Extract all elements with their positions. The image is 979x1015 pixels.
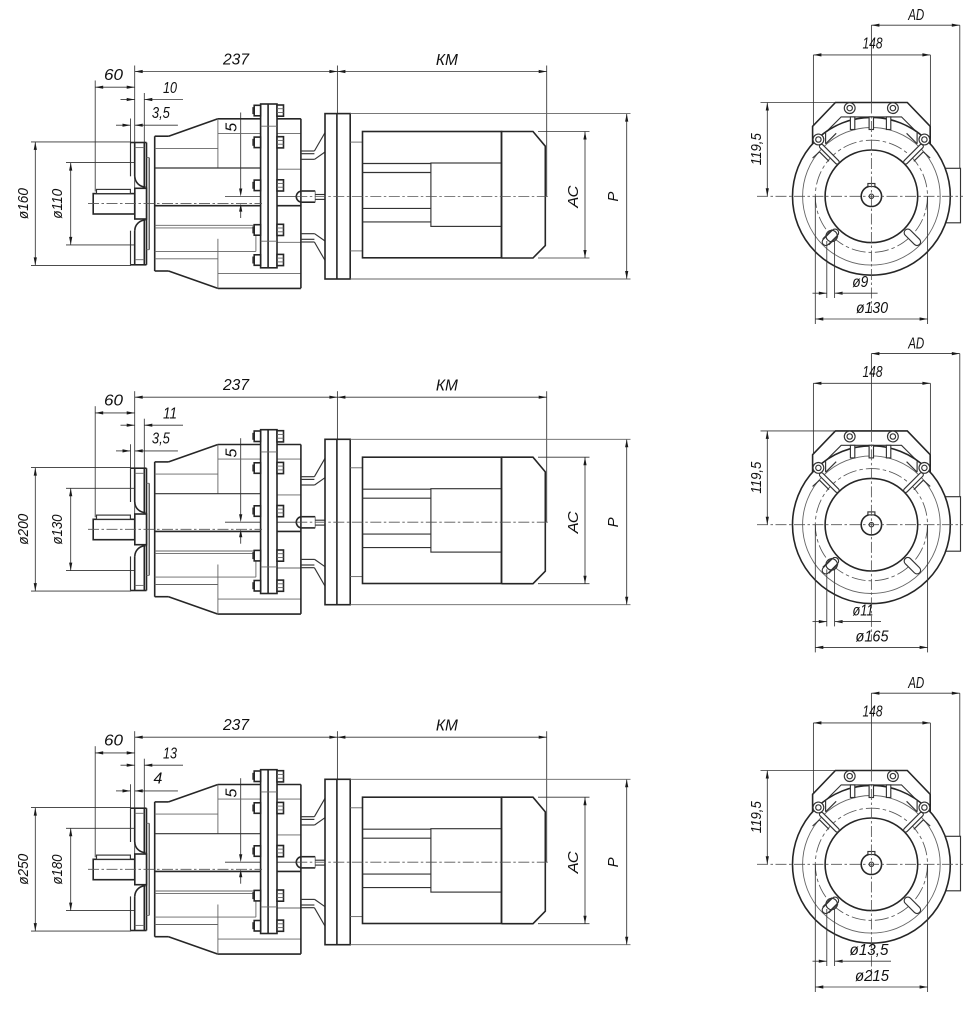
svg-text:3,5: 3,5 xyxy=(152,105,170,122)
svg-text:3,5: 3,5 xyxy=(152,431,170,448)
svg-text:ø13,5: ø13,5 xyxy=(850,942,889,959)
svg-text:ø9: ø9 xyxy=(852,274,868,291)
svg-text:ø110: ø110 xyxy=(49,188,66,219)
svg-text:13: 13 xyxy=(163,746,177,763)
svg-text:11: 11 xyxy=(163,406,177,423)
svg-text:10: 10 xyxy=(163,80,177,97)
svg-text:4: 4 xyxy=(154,771,163,788)
svg-text:ø11: ø11 xyxy=(853,603,874,620)
svg-text:ø215: ø215 xyxy=(855,968,889,985)
svg-text:ø160: ø160 xyxy=(15,188,32,220)
svg-text:ø250: ø250 xyxy=(15,853,32,885)
svg-text:ø165: ø165 xyxy=(856,628,889,645)
svg-text:ø130: ø130 xyxy=(49,514,66,545)
svg-text:ø200: ø200 xyxy=(15,513,32,545)
svg-text:ø180: ø180 xyxy=(49,854,66,885)
svg-text:ø130: ø130 xyxy=(856,300,888,317)
